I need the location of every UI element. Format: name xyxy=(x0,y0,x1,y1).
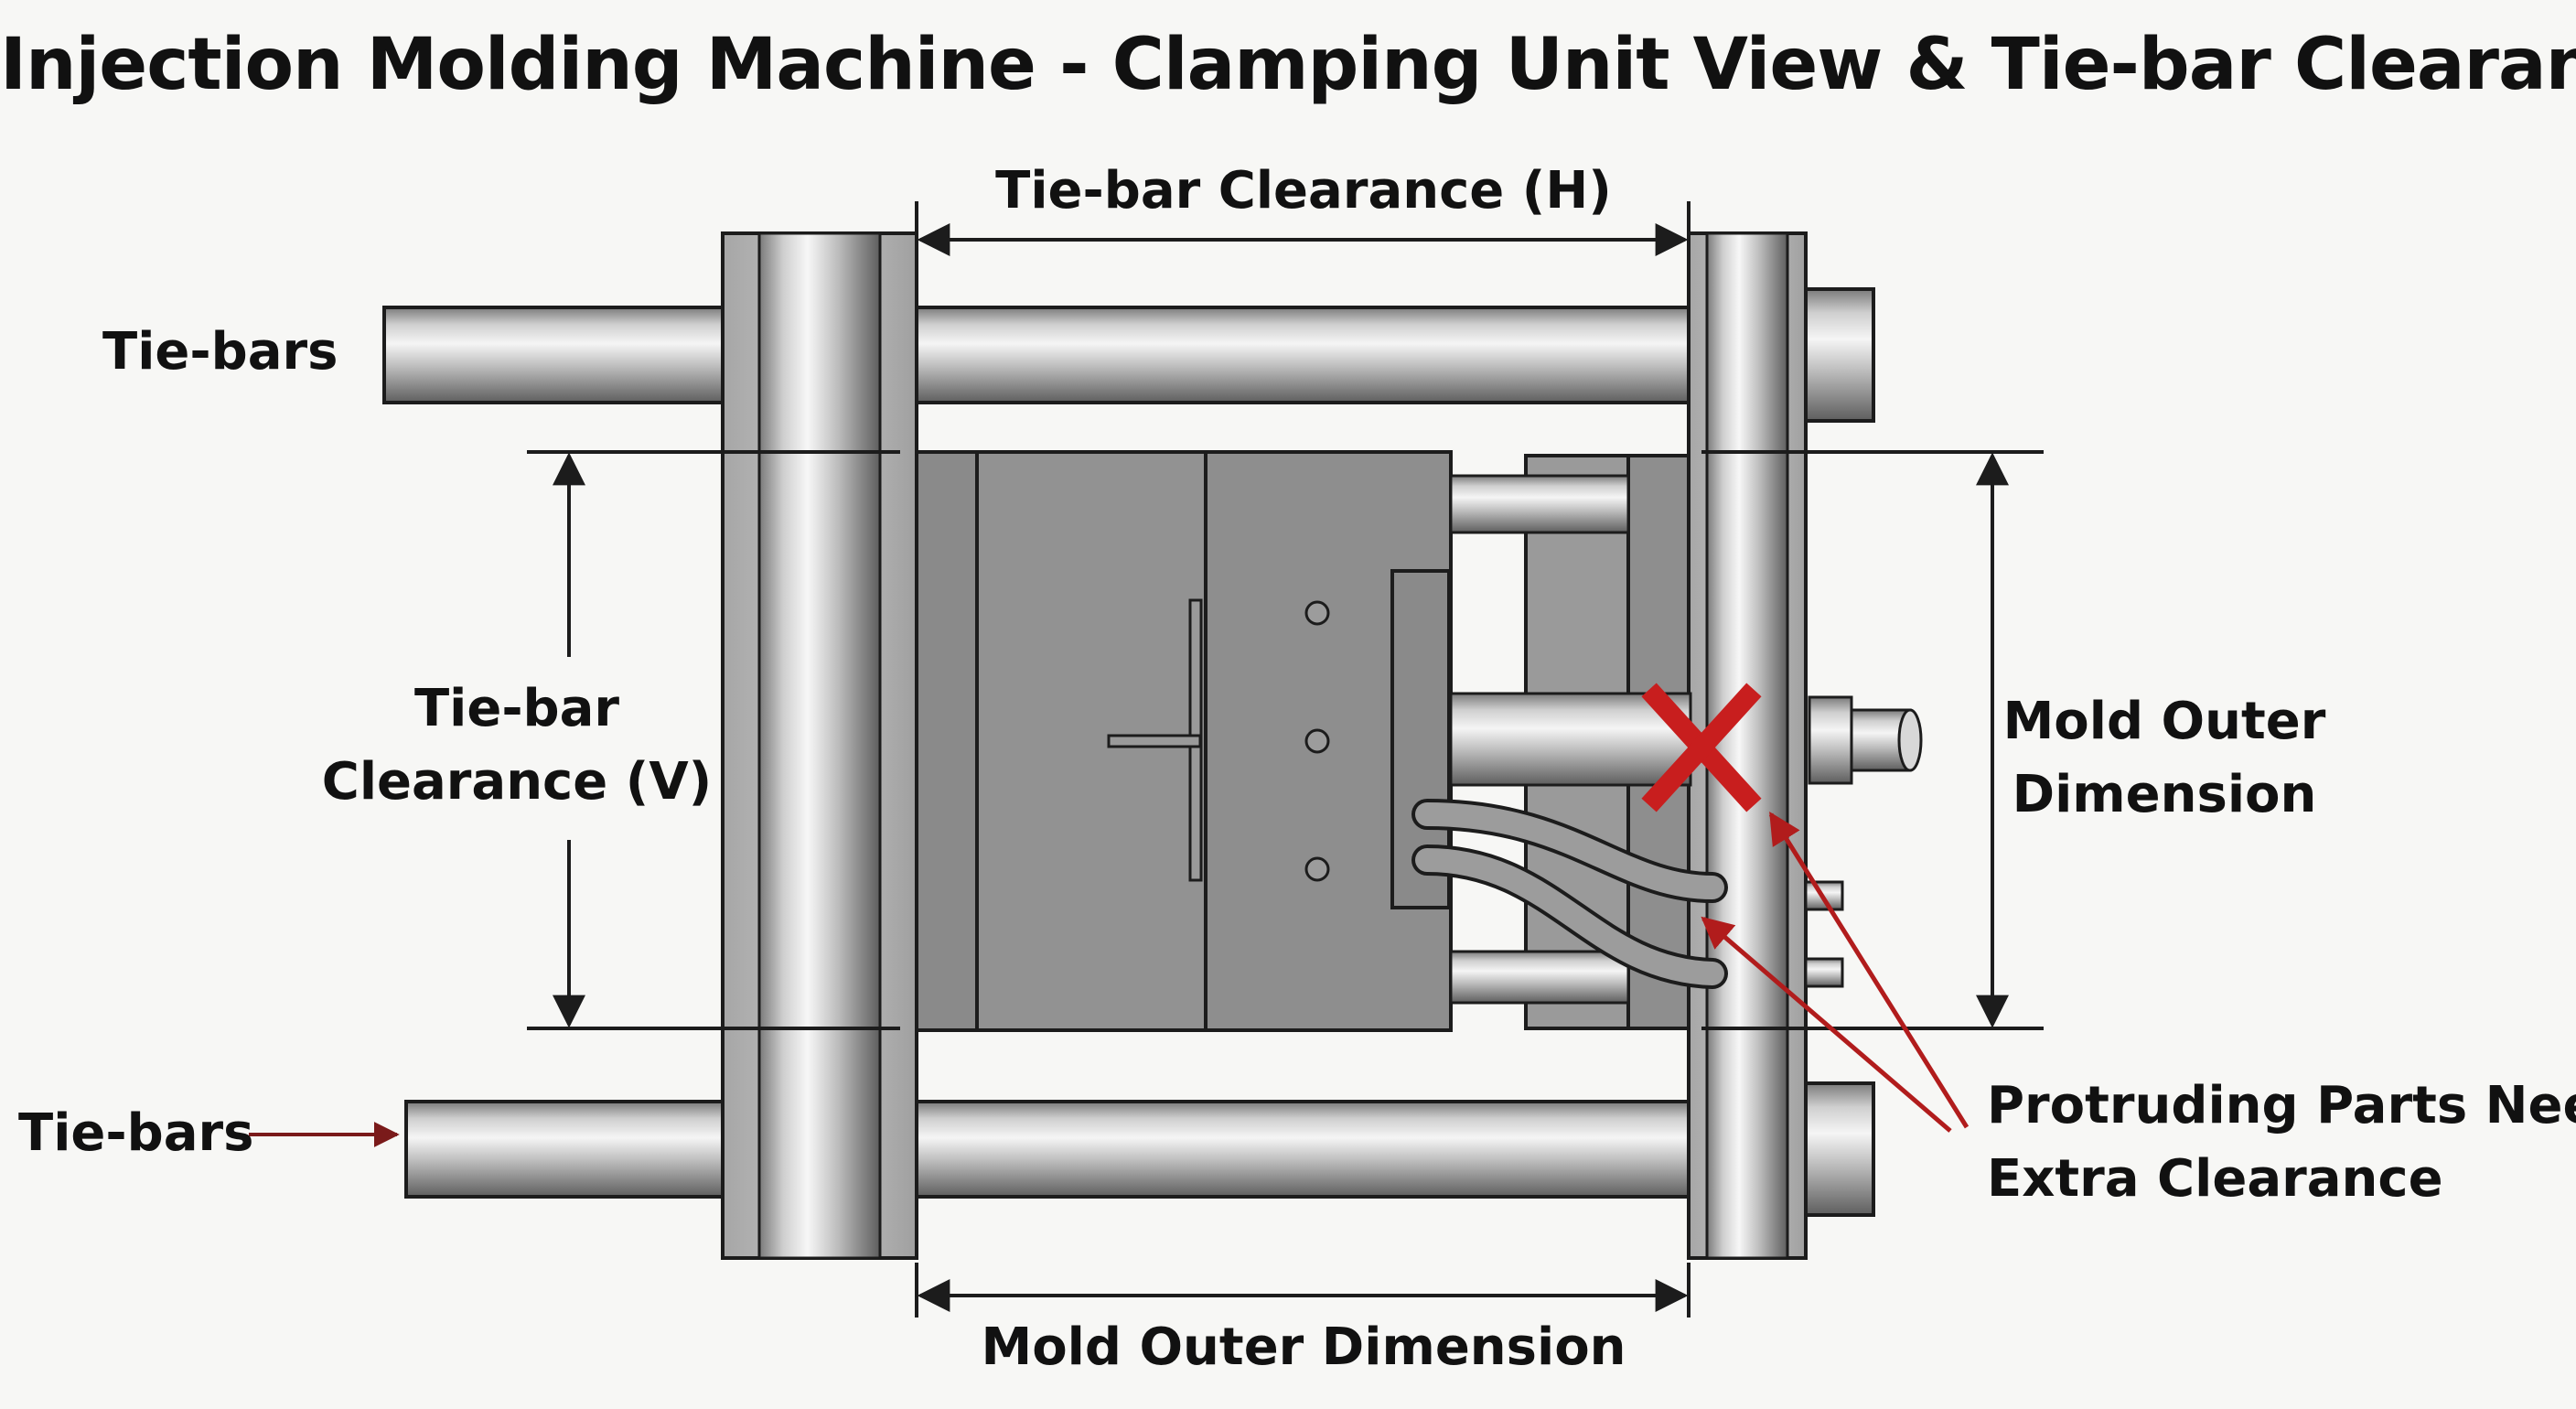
label-tie-bars-bottom: Tie-bars xyxy=(18,1103,254,1163)
diagram-title: Injection Molding Machine - Clamping Uni… xyxy=(0,24,2576,106)
label-mold-outer-right-line1: Mold Outer xyxy=(2002,692,2326,751)
label-protruding-line2: Extra Clearance xyxy=(1987,1149,2443,1209)
label-protruding-line1: Protruding Parts Need xyxy=(1987,1076,2576,1135)
label-tiebar-clearance-v-line1: Tie-bar xyxy=(413,679,620,738)
dimension-mold-outer-right xyxy=(1701,450,2044,1030)
label-mold-outer-right-line2: Dimension xyxy=(2012,765,2317,824)
label-tie-bars-top: Tie-bars xyxy=(102,322,338,382)
label-mold-outer-bottom: Mold Outer Dimension xyxy=(981,1318,1626,1377)
protruding-hoses xyxy=(1411,799,1728,989)
tie-bar-bottom xyxy=(404,1081,1875,1217)
dimension-h-clearance xyxy=(915,201,1690,274)
red-x-icon xyxy=(1641,683,1762,812)
tie-bar-top xyxy=(382,287,1875,423)
stationary-platen xyxy=(721,231,918,1260)
label-tiebar-clearance-h: Tie-bar Clearance (H) xyxy=(995,161,1612,220)
dimension-v-clearance xyxy=(527,450,900,1030)
moving-platen xyxy=(1687,231,1808,1260)
mold xyxy=(915,450,1923,1032)
dimension-mold-outer-bottom xyxy=(915,1263,1690,1318)
label-tiebar-clearance-v-line2: Clearance (V) xyxy=(321,752,713,812)
protruding-callout-arrows xyxy=(1701,812,1970,1133)
